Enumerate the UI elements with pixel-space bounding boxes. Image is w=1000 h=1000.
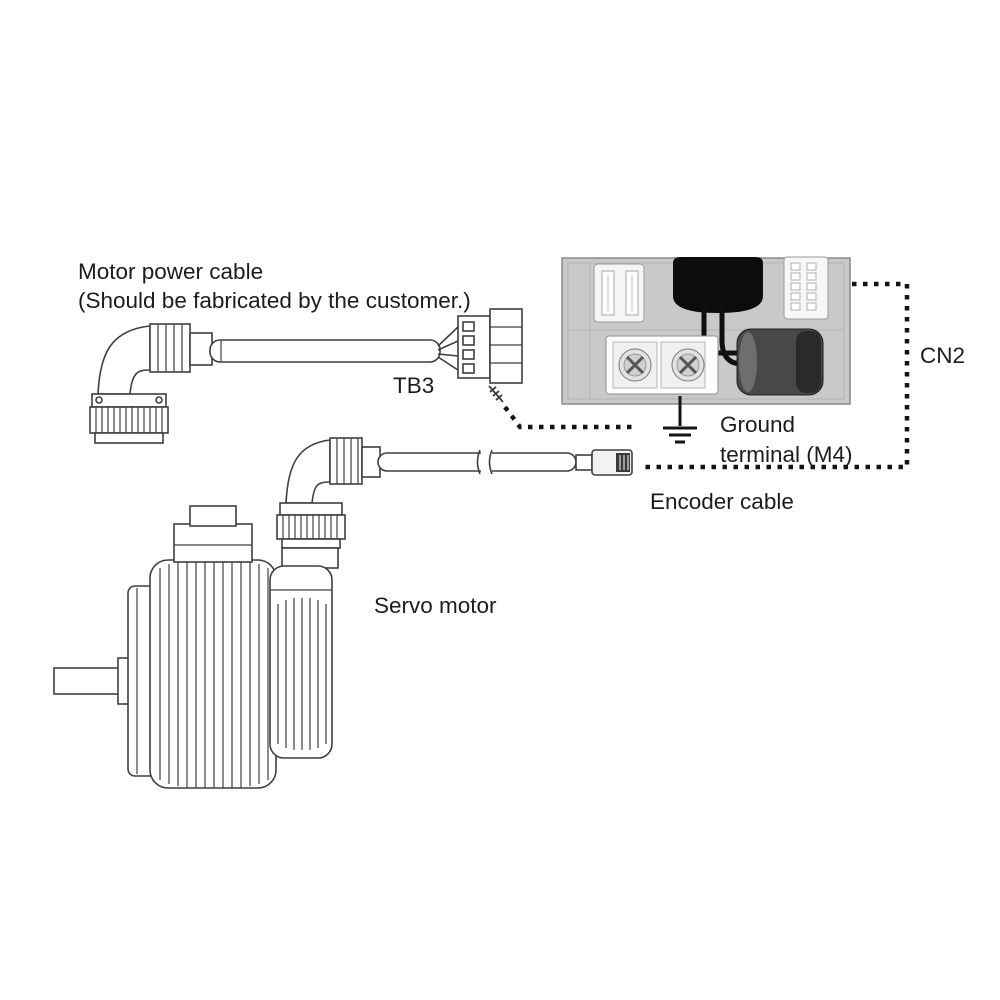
power-wire-2 <box>437 340 459 351</box>
tb3-connector <box>457 308 523 384</box>
tb3-housing <box>489 308 523 384</box>
power-connector-flange <box>91 393 167 408</box>
encoder-connector-coupling-ring <box>276 514 346 540</box>
encoder-cable-assembly <box>377 449 633 476</box>
encoder-connector-flange <box>279 502 343 516</box>
encoder-connector-rim <box>281 538 341 549</box>
power-wire-4 <box>437 356 459 371</box>
label-cn2: CN2 <box>920 343 965 368</box>
motor-encoder-receptacle <box>281 547 339 569</box>
power-connector-coupling-ring <box>89 406 169 434</box>
motor-power-receptacle <box>173 505 253 563</box>
label-tb3: TB3 <box>393 373 434 398</box>
power-connector-sleeve <box>189 332 213 366</box>
drive-cylinder-top <box>673 257 763 313</box>
servo-drive <box>561 256 851 405</box>
power-cable-body <box>209 339 441 363</box>
servo-motor <box>53 505 339 789</box>
motor-rear-housing <box>269 547 339 759</box>
encoder-connector <box>276 437 381 549</box>
label-encoder-cable: Encoder cable <box>650 489 794 514</box>
drive-connector-right <box>783 256 829 320</box>
power-wire-3 <box>437 353 459 357</box>
motor-power-connector <box>89 323 213 444</box>
encoder-connector-ribs <box>329 437 363 485</box>
power-connector-rim <box>94 432 164 444</box>
power-connector-elbow <box>97 325 151 395</box>
label-ground-line2: terminal (M4) <box>720 442 853 467</box>
drive-connector-left <box>593 263 645 323</box>
terminal-screw-2 <box>671 348 705 382</box>
encoder-plug <box>575 449 633 476</box>
label-motor-power-cable-note: (Should be fabricated by the customer.) <box>78 288 471 313</box>
label-servo-motor: Servo motor <box>374 593 497 618</box>
drive-capacitor <box>736 328 824 396</box>
label-motor-power-cable-title: Motor power cable <box>78 259 263 284</box>
drive-terminal-block <box>605 335 719 395</box>
label-ground-line1: Ground <box>720 412 795 437</box>
tb3-screw <box>488 385 504 403</box>
tb3-dotted-path <box>503 405 636 430</box>
cn2-dotted-path <box>642 281 910 470</box>
ground-symbol <box>663 396 697 444</box>
power-wire-1 <box>437 326 459 347</box>
encoder-connector-elbow <box>285 439 331 504</box>
motor-power-cable <box>209 326 459 371</box>
terminal-screw-1 <box>618 348 652 382</box>
power-connector-ribs <box>149 323 191 373</box>
